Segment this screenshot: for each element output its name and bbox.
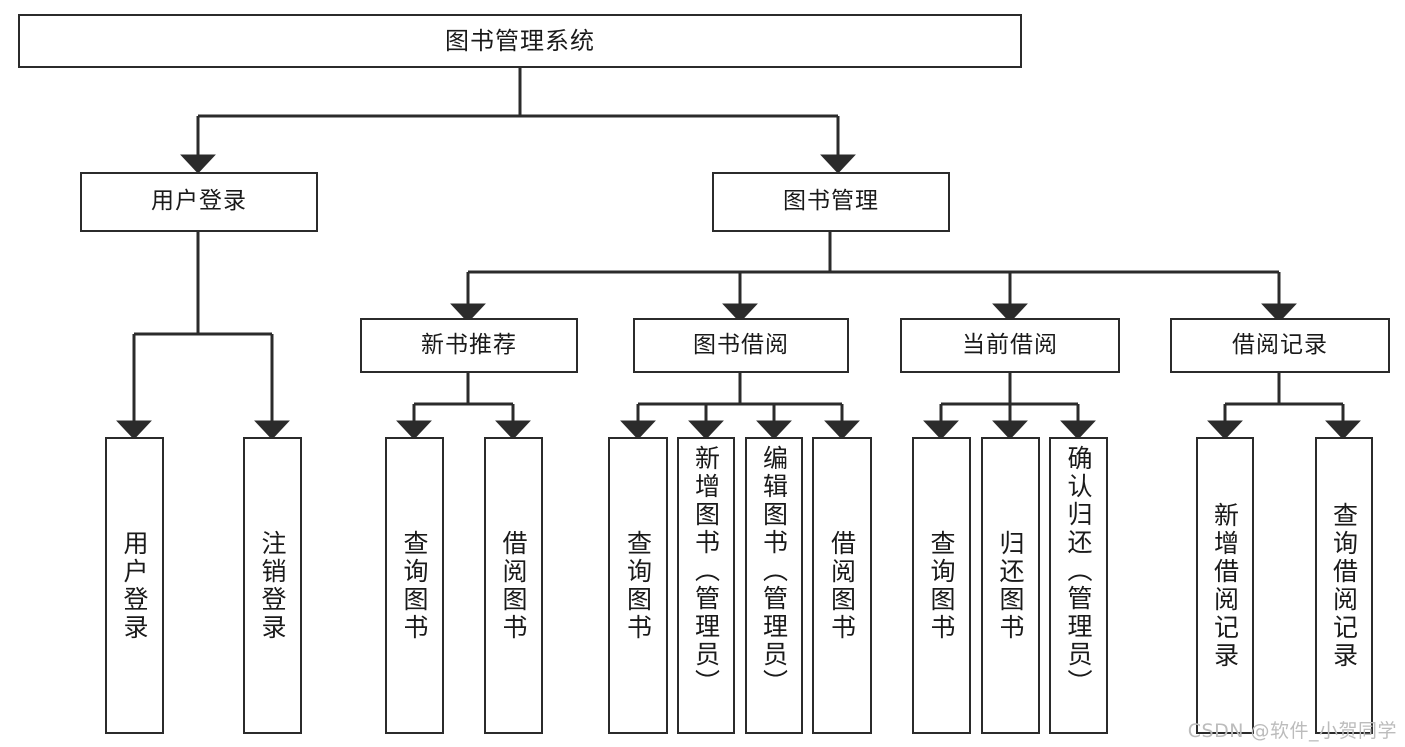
leaf-label: 编辑图书（管理员） — [759, 445, 789, 697]
node-root[interactable]: 图书管理系统 — [18, 14, 1022, 68]
node-current-borrow[interactable]: 当前借阅 — [900, 318, 1120, 373]
leaf-new-book-query[interactable]: 查询图书 — [385, 437, 444, 734]
leaf-borrow-record-query[interactable]: 查询借阅记录 — [1315, 437, 1373, 734]
node-book-borrow[interactable]: 图书借阅 — [633, 318, 849, 373]
leaf-book-borrow-add[interactable]: 新增图书（管理员） — [677, 437, 735, 734]
node-user-login-label: 用户登录 — [151, 188, 247, 215]
node-user-login[interactable]: 用户登录 — [80, 172, 318, 232]
node-borrow-record-label: 借阅记录 — [1232, 331, 1328, 358]
leaf-label: 查询图书 — [400, 529, 429, 642]
leaf-label: 新增借阅记录 — [1210, 501, 1240, 670]
leaf-book-borrow-edit[interactable]: 编辑图书（管理员） — [745, 437, 803, 734]
node-book-management[interactable]: 图书管理 — [712, 172, 950, 232]
leaf-book-borrow-borrow[interactable]: 借阅图书 — [812, 437, 872, 734]
leaf-label: 查询图书 — [623, 529, 653, 642]
leaf-label: 用户登录 — [120, 529, 149, 642]
leaf-new-book-borrow[interactable]: 借阅图书 — [484, 437, 543, 734]
leaf-borrow-record-add[interactable]: 新增借阅记录 — [1196, 437, 1254, 734]
leaf-current-borrow-query[interactable]: 查询图书 — [912, 437, 971, 734]
node-book-borrow-label: 图书借阅 — [693, 331, 789, 358]
leaf-user-login-signout[interactable]: 注销登录 — [243, 437, 302, 734]
leaf-label: 查询图书 — [927, 529, 956, 642]
leaf-current-borrow-return[interactable]: 归还图书 — [981, 437, 1040, 734]
node-new-book-recommend[interactable]: 新书推荐 — [360, 318, 578, 373]
node-new-book-recommend-label: 新书推荐 — [421, 331, 517, 358]
leaf-label: 借阅图书 — [499, 529, 528, 642]
leaf-label: 确认归还（管理员） — [1064, 445, 1093, 697]
leaf-user-login-signin[interactable]: 用户登录 — [105, 437, 164, 734]
leaf-label: 新增图书（管理员） — [691, 445, 721, 697]
node-current-borrow-label: 当前借阅 — [962, 331, 1058, 358]
leaf-label: 查询借阅记录 — [1329, 501, 1359, 670]
leaf-label: 归还图书 — [996, 529, 1025, 642]
leaf-label: 注销登录 — [258, 529, 287, 642]
node-root-label: 图书管理系统 — [445, 26, 595, 55]
leaf-label: 借阅图书 — [827, 529, 857, 642]
node-borrow-record[interactable]: 借阅记录 — [1170, 318, 1390, 373]
leaf-book-borrow-query[interactable]: 查询图书 — [608, 437, 668, 734]
node-book-management-label: 图书管理 — [783, 188, 879, 215]
leaf-current-borrow-confirm[interactable]: 确认归还（管理员） — [1049, 437, 1108, 734]
csdn-watermark: CSDN @软件_小贺同学 — [1187, 720, 1397, 742]
